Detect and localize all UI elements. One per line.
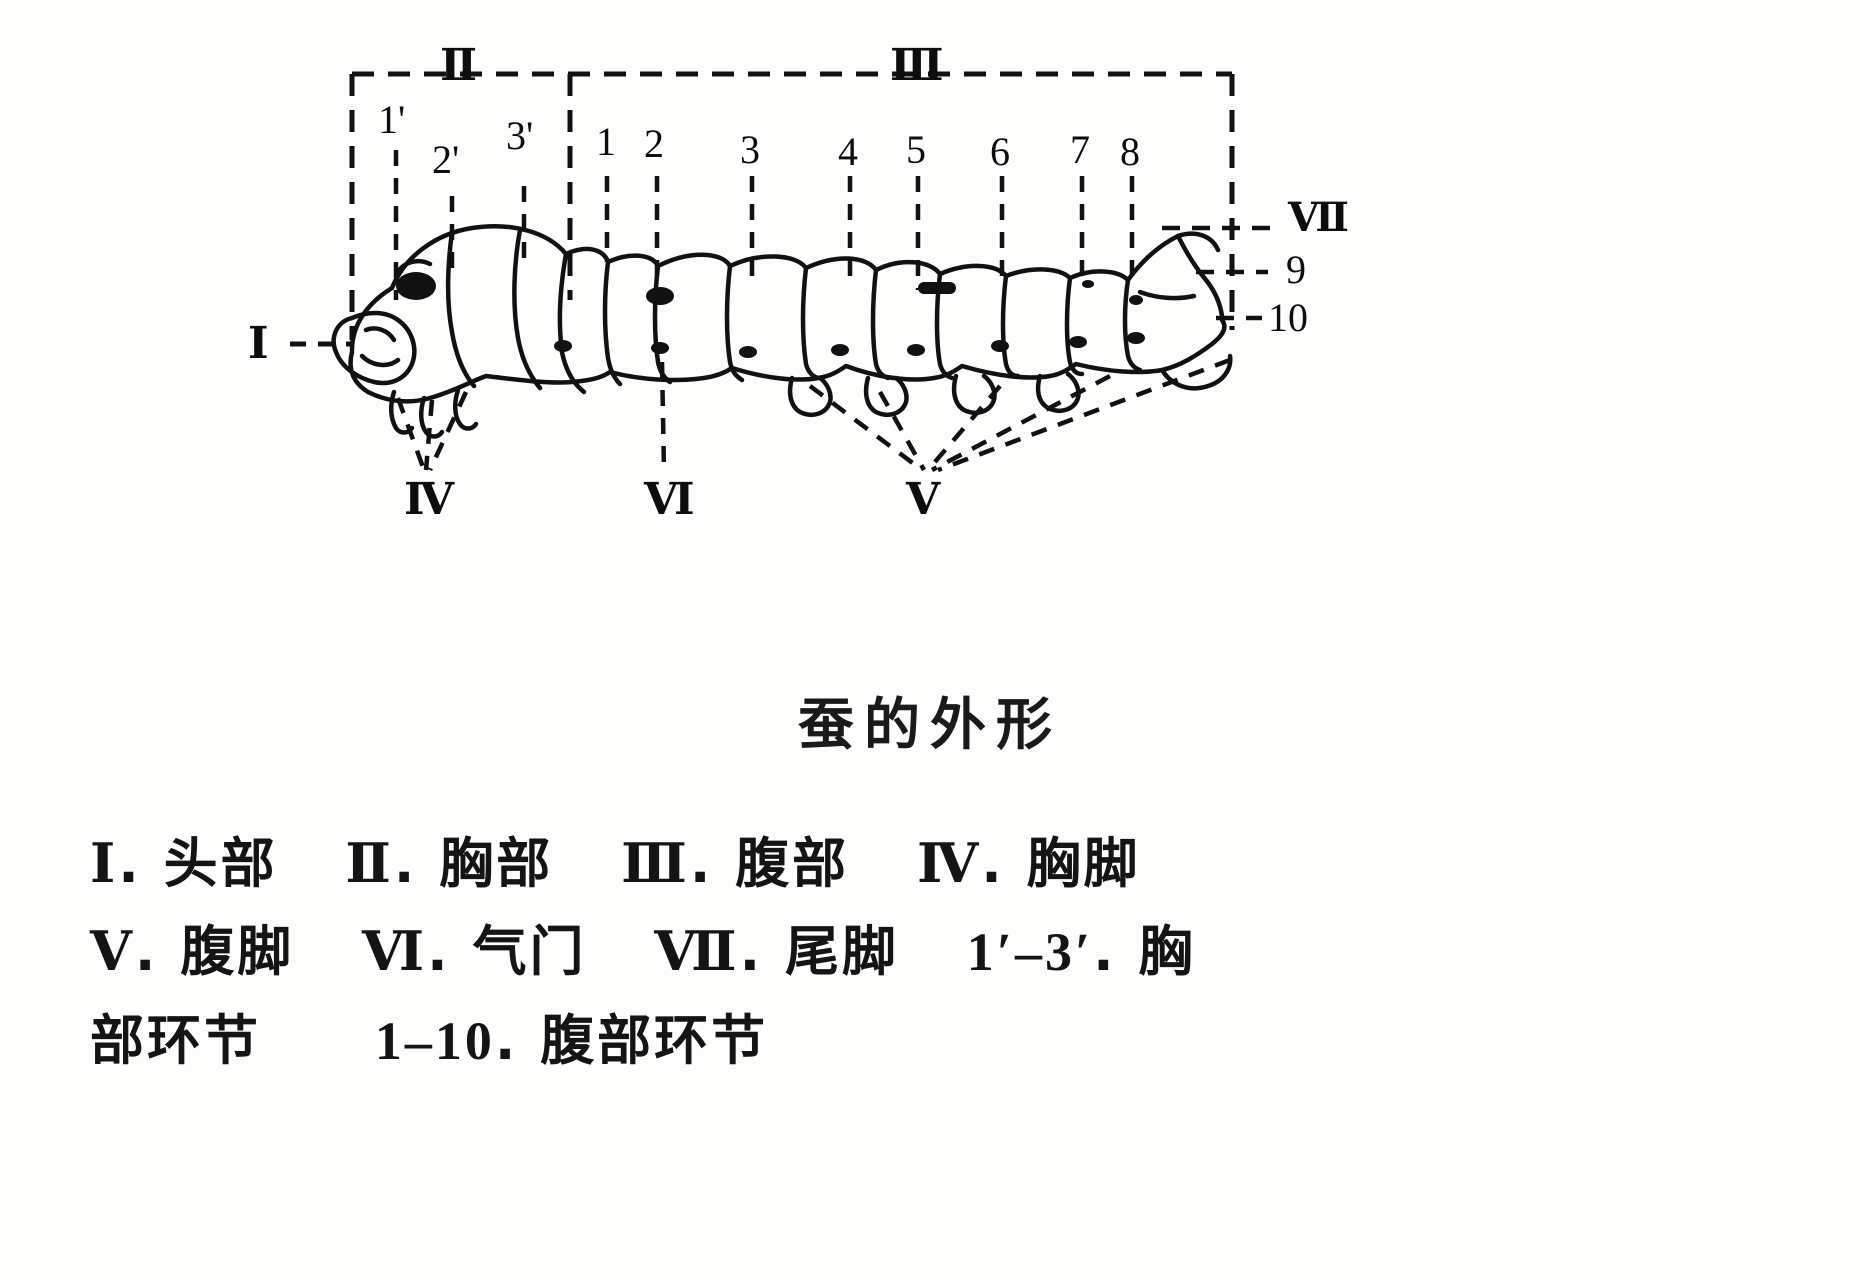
legend-text-proleg: 腹脚 bbox=[180, 920, 295, 984]
legend-sep-I: . bbox=[118, 832, 142, 895]
bracket-label-thorax: Ⅱ bbox=[440, 41, 477, 90]
segment-label-abdominal-1: 1 bbox=[596, 119, 616, 164]
bracket-frame bbox=[349, 71, 1235, 340]
legend-key-thoracic-range: 1′–3′ bbox=[966, 922, 1094, 983]
legend-text-thoracic-leg: 胸脚 bbox=[1026, 832, 1141, 895]
legend-text-abdomen: 腹部 bbox=[735, 832, 850, 895]
legend-key-II: Ⅱ bbox=[345, 834, 394, 894]
legend-item-caudal-leg: Ⅶ. 尾脚 bbox=[654, 920, 899, 983]
silkworm-body-outline bbox=[331, 224, 1233, 439]
posterior-leader-lines bbox=[1162, 225, 1282, 321]
legend-item-proleg: Ⅴ. 腹脚 bbox=[90, 920, 294, 983]
legend-key-I: Ⅰ bbox=[90, 834, 119, 894]
legend-sep-IV: . bbox=[981, 832, 1005, 895]
legend-key-V: Ⅴ bbox=[90, 922, 135, 983]
legend-key-VI: Ⅵ bbox=[362, 922, 428, 983]
legend-item-thorax: Ⅱ. 胸部 bbox=[345, 832, 553, 895]
legend-row-3: 部环节 1–10. 腹部环节 bbox=[90, 997, 1850, 1085]
legend-key-abdominal-range: 1–10 bbox=[374, 1010, 495, 1071]
legend-sep-III: . bbox=[689, 832, 714, 895]
legend-row-1: Ⅰ. 头部 Ⅱ. 胸部 Ⅲ. 腹部 Ⅳ. 胸脚 bbox=[90, 820, 1850, 908]
legend-item-thoracic-leg: Ⅳ. 胸脚 bbox=[917, 832, 1141, 895]
label-caudal-leg-roman: Ⅶ bbox=[1288, 195, 1349, 240]
legend-row-2: Ⅴ. 腹脚 Ⅵ. 气门 Ⅶ. 尾脚 1′–3′. 胸 bbox=[90, 908, 1850, 996]
segment-label-abdominal-5: 5 bbox=[906, 127, 926, 172]
segment-label-abdominal-9: 9 bbox=[1286, 247, 1306, 292]
abdominal-leader-lines bbox=[604, 176, 1135, 292]
legend-item-head: Ⅰ. 头部 bbox=[90, 832, 278, 895]
label-thoracic-leg-roman: Ⅳ bbox=[404, 475, 454, 524]
figure-legend: Ⅰ. 头部 Ⅱ. 胸部 Ⅲ. 腹部 Ⅳ. 胸脚 Ⅴ. 腹脚 Ⅵ. 气门 Ⅶ. 尾… bbox=[90, 820, 1850, 1085]
label-head-roman: Ⅰ bbox=[248, 319, 269, 368]
segment-label-abdominal-2: 2 bbox=[644, 121, 664, 166]
legend-item-spiracle: Ⅵ. 气门 bbox=[362, 920, 586, 983]
legend-sep-thoracic-range: . bbox=[1093, 920, 1117, 984]
segment-label-abdominal-6: 6 bbox=[990, 129, 1010, 174]
legend-item-thoracic-segments: 1′–3′. 胸 bbox=[967, 920, 1196, 983]
legend-sep-VI: . bbox=[427, 920, 451, 984]
legend-text-caudal-leg: 尾脚 bbox=[784, 920, 899, 984]
segment-label-abdominal-3: 3 bbox=[740, 127, 760, 172]
segment-label-thoracic-2: 2' bbox=[432, 137, 460, 182]
segment-label-thoracic-1: 1' bbox=[378, 97, 406, 142]
legend-text-thorax: 胸部 bbox=[439, 832, 554, 895]
segment-label-abdominal-7: 7 bbox=[1070, 127, 1090, 172]
legend-text-thoracic-segments-cont: 部环节 bbox=[90, 1008, 261, 1072]
segment-label-abdominal-8: 8 bbox=[1120, 129, 1140, 174]
legend-key-III: Ⅲ bbox=[621, 834, 690, 894]
segment-label-thoracic-3: 3' bbox=[506, 113, 534, 158]
legend-key-VII: Ⅶ bbox=[654, 922, 740, 983]
legend-sep-abdominal-range: . bbox=[494, 1008, 519, 1072]
legend-text-spiracle: 气门 bbox=[472, 920, 587, 984]
legend-key-IV: Ⅳ bbox=[916, 834, 982, 894]
legend-text-thoracic-segments: 胸 bbox=[1138, 920, 1196, 984]
label-spiracle-roman: Ⅵ bbox=[644, 475, 695, 524]
legend-text-head: 头部 bbox=[163, 832, 278, 895]
legend-text-abdominal-segments: 腹部环节 bbox=[540, 1008, 769, 1072]
legend-item-abdominal-segments: 1–10. 腹部环节 bbox=[375, 1009, 768, 1072]
figure-caption: 蚕的外形 bbox=[798, 693, 1062, 758]
segment-label-abdominal-4: 4 bbox=[838, 129, 858, 174]
segment-label-abdominal-10: 10 bbox=[1268, 295, 1308, 340]
silkworm-diagram-svg bbox=[290, 71, 1282, 473]
legend-item-abdomen: Ⅲ. 腹部 bbox=[621, 832, 849, 895]
silkworm-diagram: Ⅱ Ⅲ 1' 2' 3' 1 2 3 4 5 6 7 8 Ⅰ Ⅶ 9 10 Ⅳ … bbox=[248, 41, 1349, 524]
label-proleg-roman: Ⅴ bbox=[906, 475, 940, 524]
legend-sep-V: . bbox=[134, 920, 159, 984]
legend-sep-II: . bbox=[393, 832, 418, 895]
legend-sep-VII: . bbox=[739, 920, 764, 984]
bracket-label-abdomen: Ⅲ bbox=[890, 41, 944, 90]
